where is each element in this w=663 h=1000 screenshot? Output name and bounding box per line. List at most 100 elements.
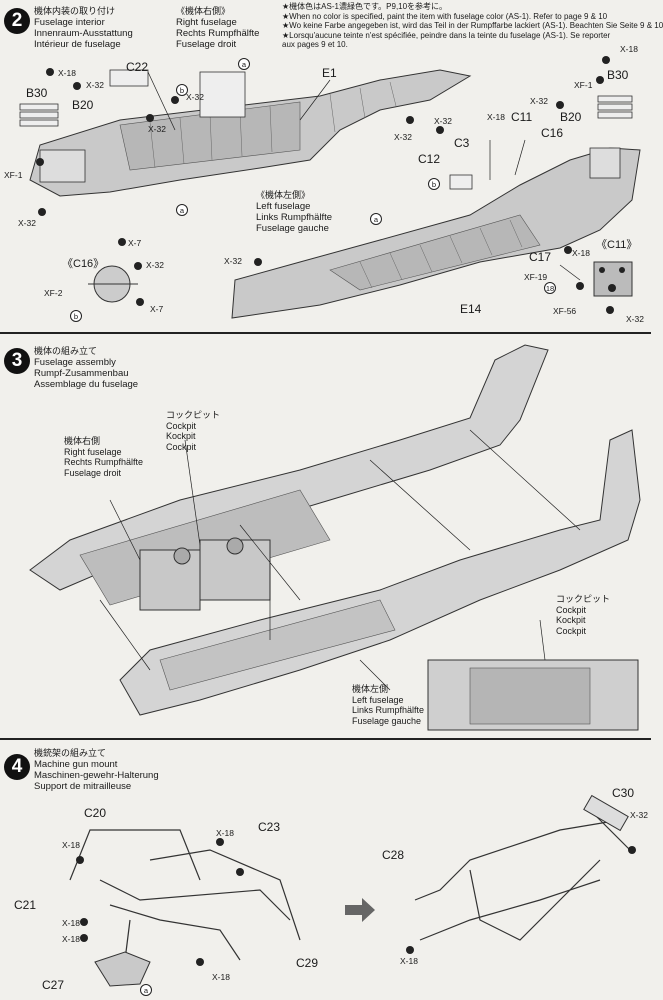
left-fuselage-fr: Fuselage gauche <box>256 223 329 234</box>
paint-x32: X-32 <box>186 92 204 102</box>
part-c21: C21 <box>14 898 37 912</box>
step-2-title-fr: Intérieur de fuselage <box>34 39 121 50</box>
part-c3: C3 <box>454 136 470 150</box>
marker-b: b <box>428 178 440 190</box>
paint-xf1: XF-1 <box>574 80 593 90</box>
paint-x32: X-32 <box>530 96 548 106</box>
cockpit-de: Kockpit <box>556 615 586 625</box>
part-b30-left: B30 <box>26 86 48 100</box>
step-3-title-en: Fuselage assembly <box>34 357 116 368</box>
paint-x18: X-18 <box>620 44 638 54</box>
step-4-title-fr: Support de mitrailleuse <box>34 781 132 792</box>
paint-xf1: XF-1 <box>4 170 23 180</box>
step-3-title: 機体の組み立て Fuselage assembly Rumpf-Zusammen… <box>34 346 138 390</box>
part-c23: C23 <box>258 820 281 834</box>
marker-b: b <box>176 84 188 96</box>
note-line: ★Wo keine Farbe angegeben ist, wird das … <box>282 21 663 31</box>
part-e1: E1 <box>322 66 337 80</box>
right-fuselage-en: Right fuselage <box>64 446 122 457</box>
step-3-title-jp: 機体の組み立て <box>34 346 98 356</box>
right-fuselage-jp: 《機体右側》 <box>176 6 231 16</box>
step-3-right-fuselage-label: 機体右側 Right fuselage Rechts Rumpfhälfte F… <box>64 436 143 478</box>
paint-x32: X-32 <box>148 124 166 134</box>
cockpit-en: Cockpit <box>166 420 197 431</box>
paint-x32: X-32 <box>18 218 36 228</box>
step-3-badge: 3 <box>4 348 30 374</box>
step-3-title-de: Rumpf-Zusammenbau <box>34 368 129 379</box>
section-divider <box>0 332 651 334</box>
paint-x18: X-18 <box>58 68 76 78</box>
part-c28: C28 <box>382 848 405 862</box>
part-b20-left: B20 <box>72 98 94 112</box>
right-fuselage-jp: 機体右側 <box>64 436 101 446</box>
step-2-title-jp: 機体内装の取り付け <box>34 6 116 16</box>
paint-x32: X-32 <box>626 314 644 324</box>
cockpit-fr: Cockpit <box>166 441 197 452</box>
left-fuselage-de: Links Rumpfhälfte <box>352 705 425 715</box>
part-c30: C30 <box>612 786 635 800</box>
step-4-badge: 4 <box>4 754 30 780</box>
part-c20: C20 <box>84 806 107 820</box>
paint-x18: X-18 <box>62 918 80 928</box>
part-c11: C11 <box>511 110 533 124</box>
cockpit-jp: コックピット <box>556 594 611 604</box>
paint-x32: X-32 <box>146 260 164 270</box>
left-fuselage-fr: Fuselage gauche <box>352 715 422 726</box>
step-4-title-jp: 機銃架の組み立て <box>34 748 107 758</box>
part-e14: E14 <box>460 302 482 316</box>
paint-x18: X-18 <box>62 840 80 850</box>
paint-x18: X-18 <box>487 112 505 122</box>
step-2-title: 機体内装の取り付け Fuselage interior Innenraum-Au… <box>34 6 133 50</box>
part-b30-right: B30 <box>607 68 629 82</box>
step-4-title-de: Maschinen-gewehr-Halterung <box>34 770 159 781</box>
step-4-title-en: Machine gun mount <box>34 759 118 770</box>
step-2-diagram <box>19 56 641 319</box>
paint-x18: X-18 <box>572 248 590 258</box>
marker-b: b <box>70 310 82 322</box>
paint-xf19: XF-19 <box>524 272 548 282</box>
paint-xf2: XF-2 <box>44 288 63 298</box>
paint-x18: X-18 <box>62 934 80 944</box>
step-2-title-de: Innenraum-Ausstattung <box>34 28 133 39</box>
section-divider <box>0 738 651 740</box>
part-c12: C12 <box>418 152 441 166</box>
step-3-cockpit-top-label: コックピット Cockpit Kockpit Cockpit <box>166 410 220 452</box>
cockpit-de: Kockpit <box>166 431 196 441</box>
part-c16: C16 <box>541 126 564 140</box>
note-line: ★機体色はAS-1濃緑色です。P9,10を参考に。 <box>282 2 448 11</box>
step-3-title-fr: Assemblage du fuselage <box>34 379 139 390</box>
part-c17: C17 <box>529 250 552 264</box>
right-fuselage-fr: Fuselage droit <box>64 467 122 478</box>
paint-x32: X-32 <box>434 116 452 126</box>
part-c29: C29 <box>296 956 319 970</box>
part-c22: C22 <box>126 60 149 74</box>
right-fuselage-de: Rechts Rumpfhälfte <box>176 28 260 39</box>
left-fuselage-en: Left fuselage <box>352 694 404 705</box>
paint-x32: X-32 <box>630 810 648 820</box>
right-fuselage-de: Rechts Rumpfhälfte <box>64 457 144 467</box>
step-2-badge: 2 <box>4 8 30 34</box>
marker-a: a <box>370 213 382 225</box>
paint-x32: X-32 <box>394 132 412 142</box>
paint-x18: X-18 <box>212 972 230 982</box>
detail-label-c11: 《C11》 <box>596 239 638 251</box>
part-c27: C27 <box>42 978 65 992</box>
marker-a: a <box>140 984 152 996</box>
step-2-right-fuselage-label: 《機体右側》 Right fuselage Rechts Rumpfhälfte… <box>176 6 259 50</box>
paint-x32: X-32 <box>86 80 104 90</box>
step-3-cockpit-right-label: コックピット Cockpit Kockpit Cockpit <box>556 594 610 636</box>
part-b20-right: B20 <box>560 110 582 124</box>
right-fuselage-fr: Fuselage droit <box>176 39 237 50</box>
note-line: ★When no color is specified, paint the i… <box>282 11 608 21</box>
paint-x18: X-18 <box>216 828 234 838</box>
detail-label-c16: 《C16》 <box>62 258 105 270</box>
paint-x18: X-18 <box>400 956 418 966</box>
cockpit-en: Cockpit <box>556 604 587 615</box>
step-3-left-fuselage-label: 機体左側 Left fuselage Links Rumpfhälfte Fus… <box>352 684 424 726</box>
paint-x7: X-7 <box>128 238 142 248</box>
cockpit-jp: コックピット <box>166 410 221 420</box>
step-2-left-fuselage-label: 《機体左側》 Left fuselage Links Rumpfhälfte F… <box>256 190 332 234</box>
